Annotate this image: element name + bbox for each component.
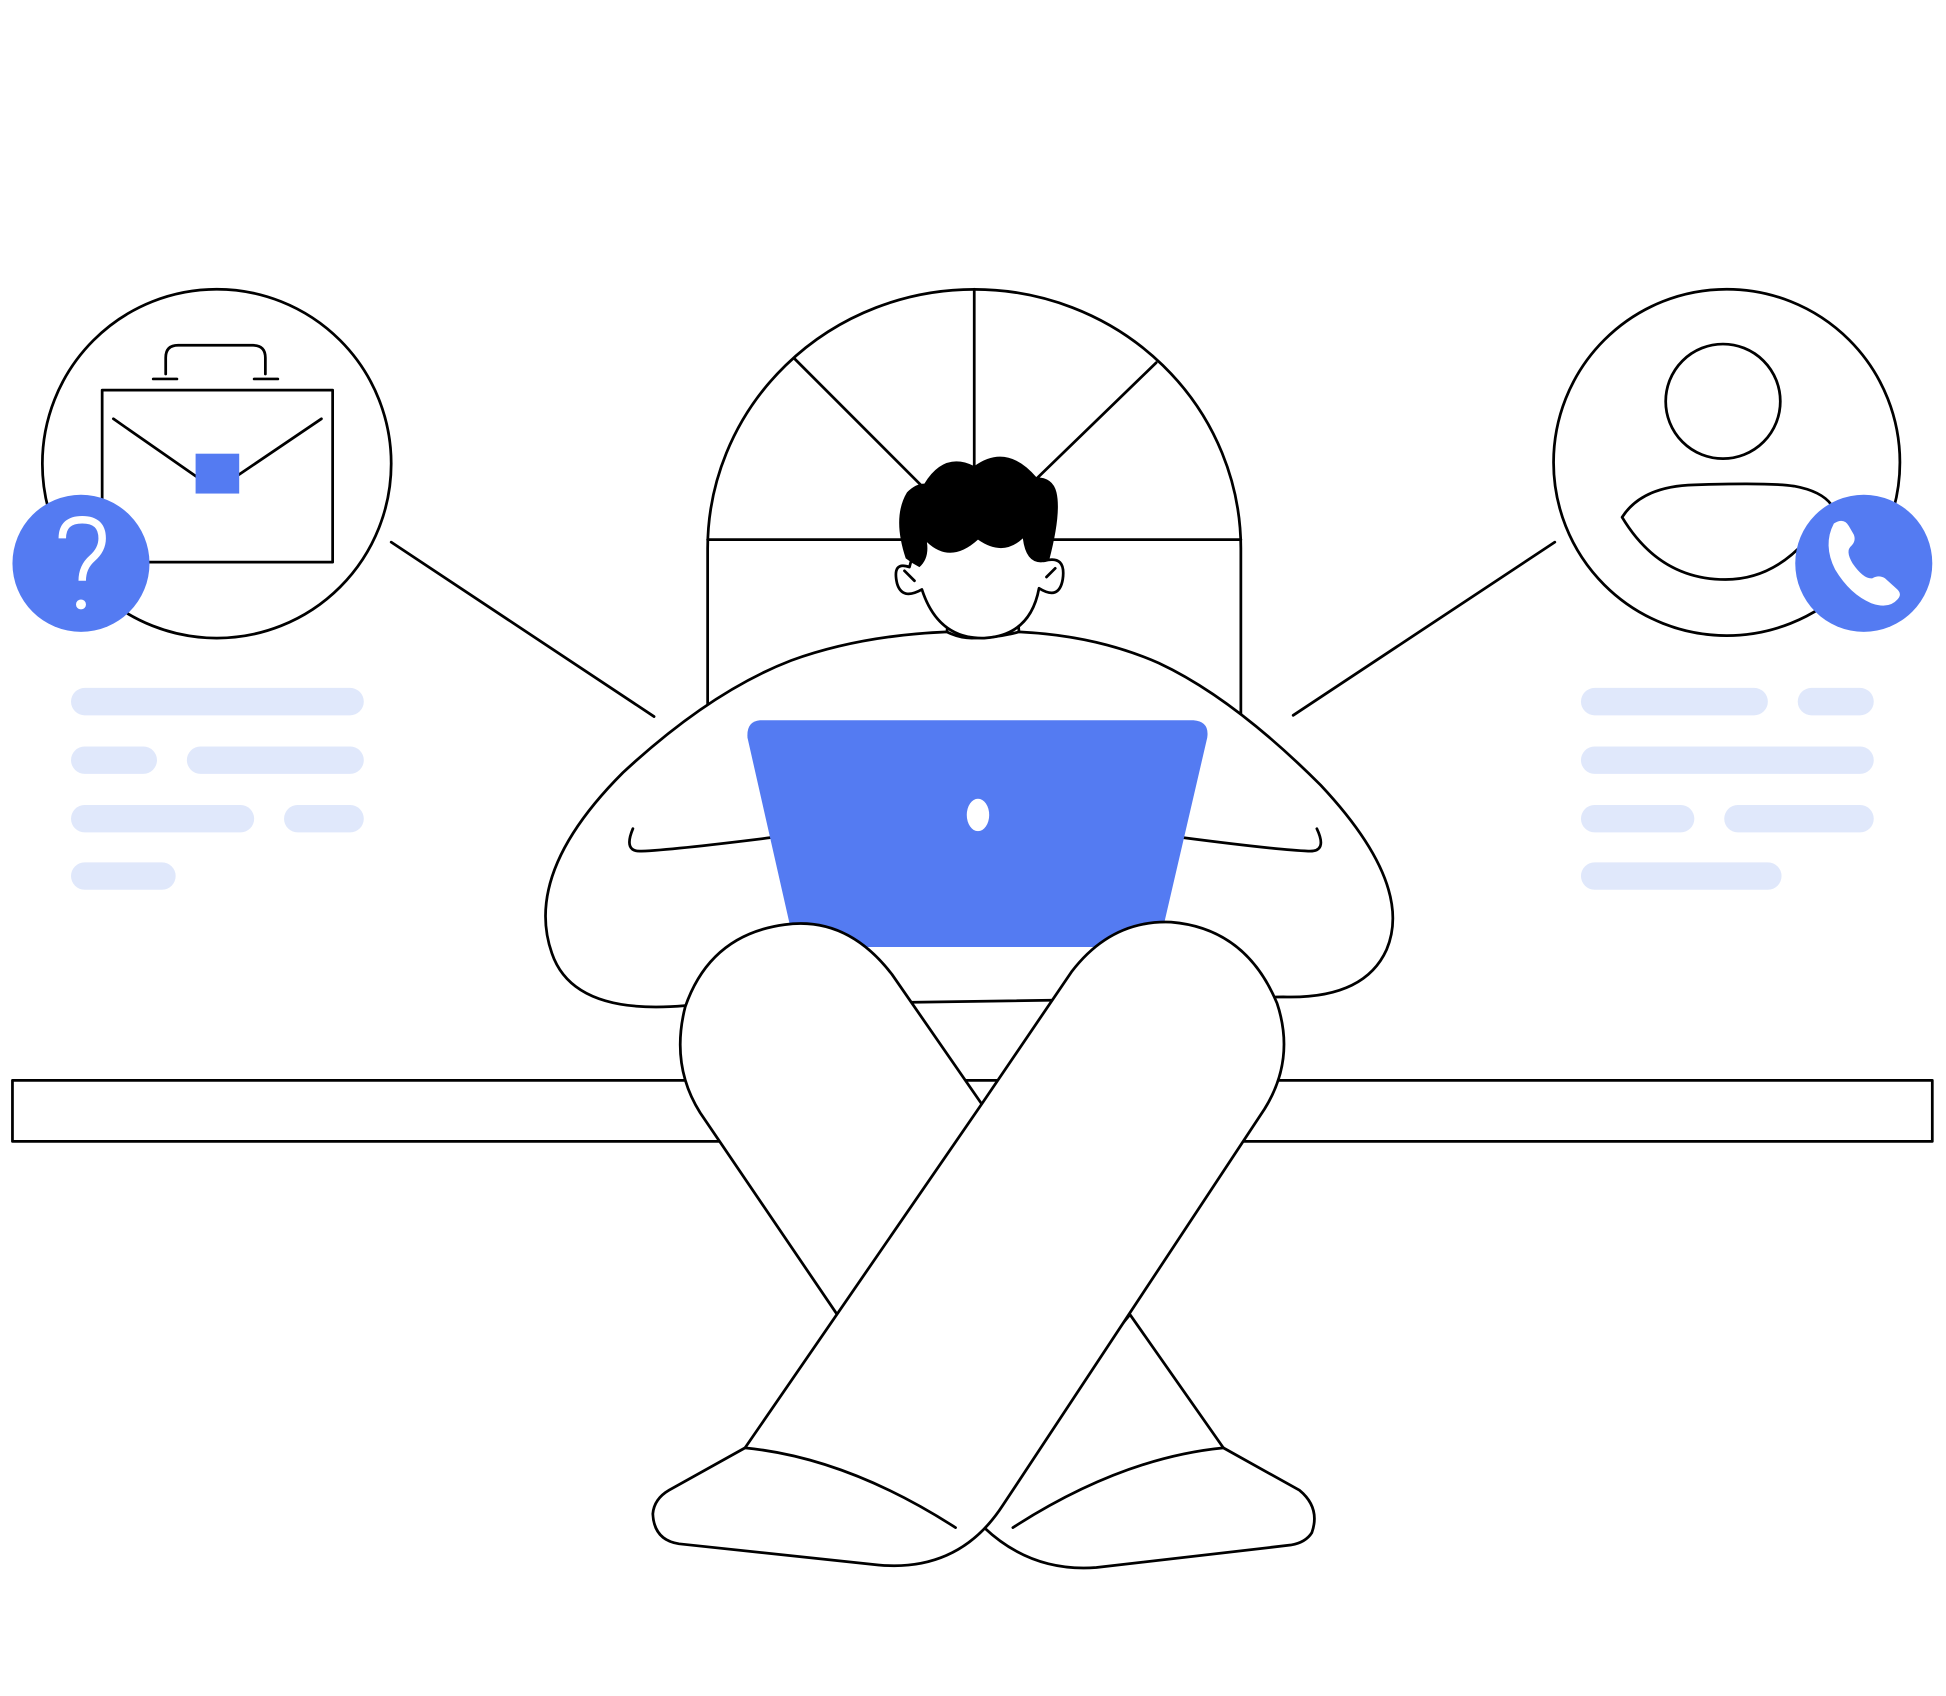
- hair: [899, 456, 1058, 568]
- laptop-icon: [747, 720, 1208, 948]
- person: [544, 456, 1395, 1570]
- connector-left: [389, 540, 656, 718]
- question-icon: [12, 494, 150, 632]
- connector-right: [1291, 540, 1557, 717]
- user-icon: [1620, 342, 1833, 581]
- contact-badge: [1552, 287, 1933, 637]
- right-text-placeholder: [1580, 687, 1874, 890]
- briefcase-icon: [100, 343, 335, 564]
- briefcase-badge: [12, 287, 393, 640]
- phone-icon: [1795, 494, 1933, 632]
- left-text-placeholder: [71, 687, 364, 890]
